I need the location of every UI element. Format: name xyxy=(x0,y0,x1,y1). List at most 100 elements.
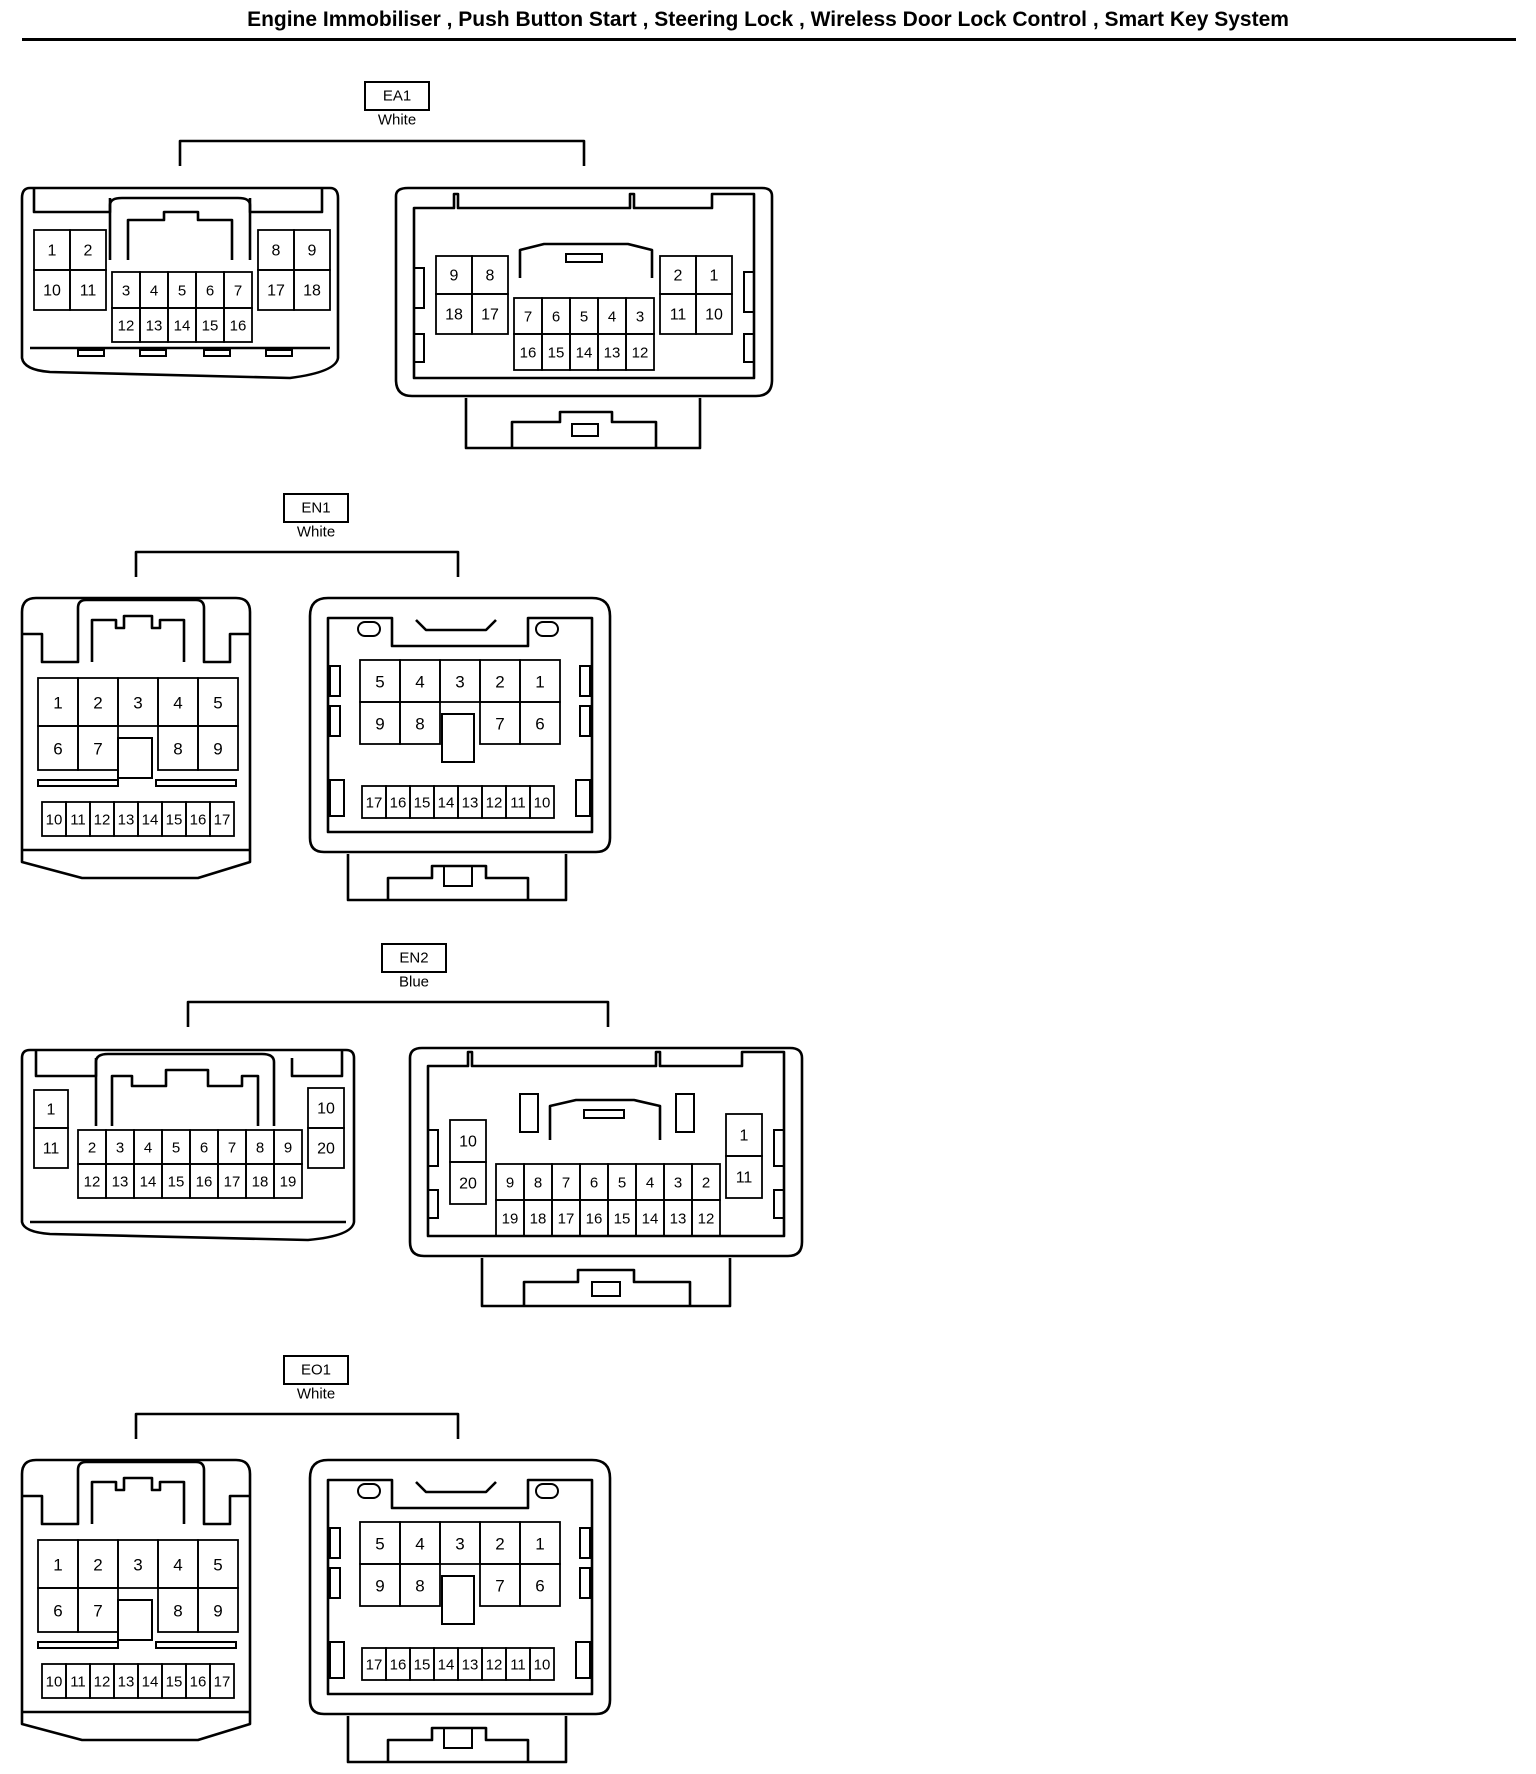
pin-number: 11 xyxy=(80,283,97,300)
bottom-latch-inner xyxy=(386,864,530,900)
pin-number: 11 xyxy=(736,1170,753,1187)
pin-number: 11 xyxy=(43,1141,60,1158)
pin-number: 4 xyxy=(144,1140,152,1157)
pin-row: 1 xyxy=(725,1113,763,1157)
pin-cell xyxy=(209,801,235,837)
pin-number: 12 xyxy=(94,812,111,829)
pin-number: 9 xyxy=(375,1577,384,1596)
side-slot xyxy=(329,665,341,697)
mount-hole xyxy=(357,1483,381,1499)
pin-number: 10 xyxy=(534,795,551,812)
connector-id: EA1 xyxy=(383,88,411,105)
pin-cell xyxy=(529,1647,555,1681)
latch-arm-inner xyxy=(110,1068,260,1126)
pin-cell xyxy=(307,1127,345,1169)
outline xyxy=(394,186,774,398)
pin-number: 16 xyxy=(520,345,537,362)
pin-number: 14 xyxy=(438,1657,455,1674)
pin-number: 16 xyxy=(586,1211,603,1228)
pin-number: 13 xyxy=(118,1674,135,1691)
connector-id-box xyxy=(283,493,349,523)
connector-color: Blue xyxy=(399,974,429,991)
pin-cell xyxy=(197,1587,239,1633)
pin-number: 15 xyxy=(166,812,183,829)
pin-number: 2 xyxy=(88,1140,96,1157)
pin-number: 3 xyxy=(455,673,464,692)
pin-number: 4 xyxy=(173,694,182,713)
key-blank xyxy=(117,1599,153,1641)
pin-number: 2 xyxy=(84,243,93,260)
pin-number: 7 xyxy=(495,1577,504,1596)
bracket xyxy=(134,1412,460,1439)
outline xyxy=(308,1458,612,1716)
pin-number: 3 xyxy=(133,1556,142,1575)
pin-number: 11 xyxy=(70,1674,86,1691)
pin-number: 3 xyxy=(455,1535,464,1554)
pin-number: 3 xyxy=(116,1140,124,1157)
pin-cell xyxy=(69,269,107,311)
side-slot xyxy=(579,1567,591,1599)
pin-number: 18 xyxy=(252,1174,269,1191)
pin-number: 17 xyxy=(214,1674,231,1691)
connector-id: EN2 xyxy=(399,950,428,967)
pin-number: 19 xyxy=(280,1174,297,1191)
top-key-slot xyxy=(583,1109,625,1119)
pin-number: 14 xyxy=(142,812,159,829)
top-key-slot xyxy=(565,253,603,263)
key-post xyxy=(675,1093,695,1133)
latch-tab xyxy=(571,423,599,437)
pin-number: 15 xyxy=(202,318,219,335)
pin-number: 18 xyxy=(303,283,321,300)
pin-number: 9 xyxy=(375,715,384,734)
pin-number: 5 xyxy=(375,1535,384,1554)
pin-cell xyxy=(399,701,441,745)
latch-arm-outer xyxy=(22,598,250,664)
side-slot xyxy=(743,271,755,313)
pin-number: 9 xyxy=(450,268,459,285)
pin-cell xyxy=(695,293,733,335)
connector-id: EN1 xyxy=(301,500,330,517)
side-slot xyxy=(575,779,591,817)
side-slot xyxy=(773,1189,785,1219)
pin-number: 8 xyxy=(272,243,281,260)
pin-number: 3 xyxy=(674,1175,682,1192)
pin-cell xyxy=(519,701,561,745)
side-slot xyxy=(579,1527,591,1559)
side-slot xyxy=(773,1129,785,1167)
pin-number: 11 xyxy=(510,1657,526,1674)
pin-cell xyxy=(625,333,655,371)
page-title: Engine Immobiliser , Push Button Start ,… xyxy=(247,8,1289,31)
pin-number: 13 xyxy=(118,812,135,829)
inner-frame xyxy=(326,616,594,834)
pin-number: 5 xyxy=(213,694,222,713)
pin-number: 4 xyxy=(646,1175,654,1192)
pin-number: 15 xyxy=(414,795,431,812)
connector-id: EO1 xyxy=(301,1362,331,1379)
pin-number: 8 xyxy=(534,1175,542,1192)
latch-arm-inner xyxy=(90,614,186,662)
pin-row: 10 xyxy=(307,1087,345,1129)
side-slot xyxy=(329,1527,341,1559)
pin-number: 10 xyxy=(317,1101,335,1118)
pin-number: 12 xyxy=(118,318,135,335)
pin-number: 12 xyxy=(486,795,503,812)
pin-number: 8 xyxy=(173,740,182,759)
pin-number: 1 xyxy=(535,673,544,692)
connector-id-box xyxy=(283,1355,349,1385)
connector-id-box xyxy=(364,81,430,111)
pin-number: 2 xyxy=(93,1556,102,1575)
